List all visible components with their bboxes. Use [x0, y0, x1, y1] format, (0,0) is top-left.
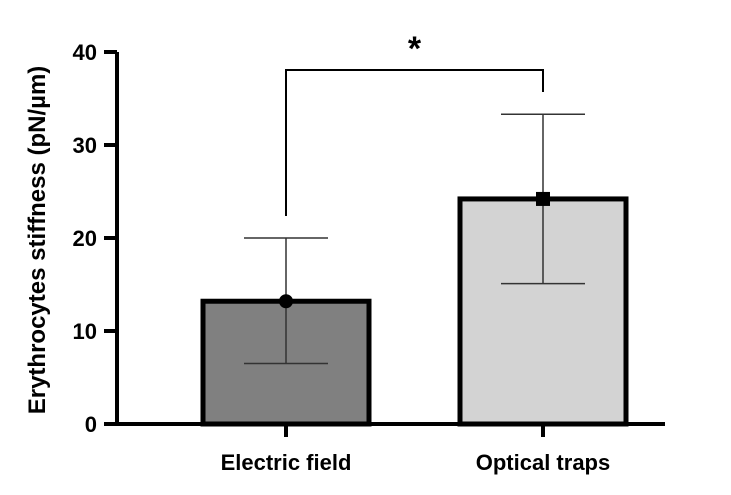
mean-markers: [279, 191, 550, 309]
y-tick-label: 40: [73, 40, 97, 65]
mean-marker-circle: [279, 294, 293, 309]
bars: [200, 196, 629, 427]
significance-label: *: [408, 30, 422, 68]
x-category-label: Optical traps: [476, 450, 610, 475]
y-tick-label: 20: [73, 226, 97, 251]
mean-marker-square: [536, 191, 550, 206]
x-category-label: Electric field: [221, 450, 352, 475]
y-tick-label: 30: [73, 133, 97, 158]
significance-bracket-line: [285, 69, 544, 216]
y-axis-ticks: 0 10 20 30 40: [73, 40, 117, 437]
y-tick-label: 10: [73, 319, 97, 344]
x-axis-categories: Electric field Optical traps: [221, 424, 610, 475]
y-tick-label: 0: [85, 412, 97, 437]
significance-bracket: *: [285, 30, 544, 216]
y-axis-label: Erythrocytes stiffness (pN/µm): [24, 66, 51, 415]
